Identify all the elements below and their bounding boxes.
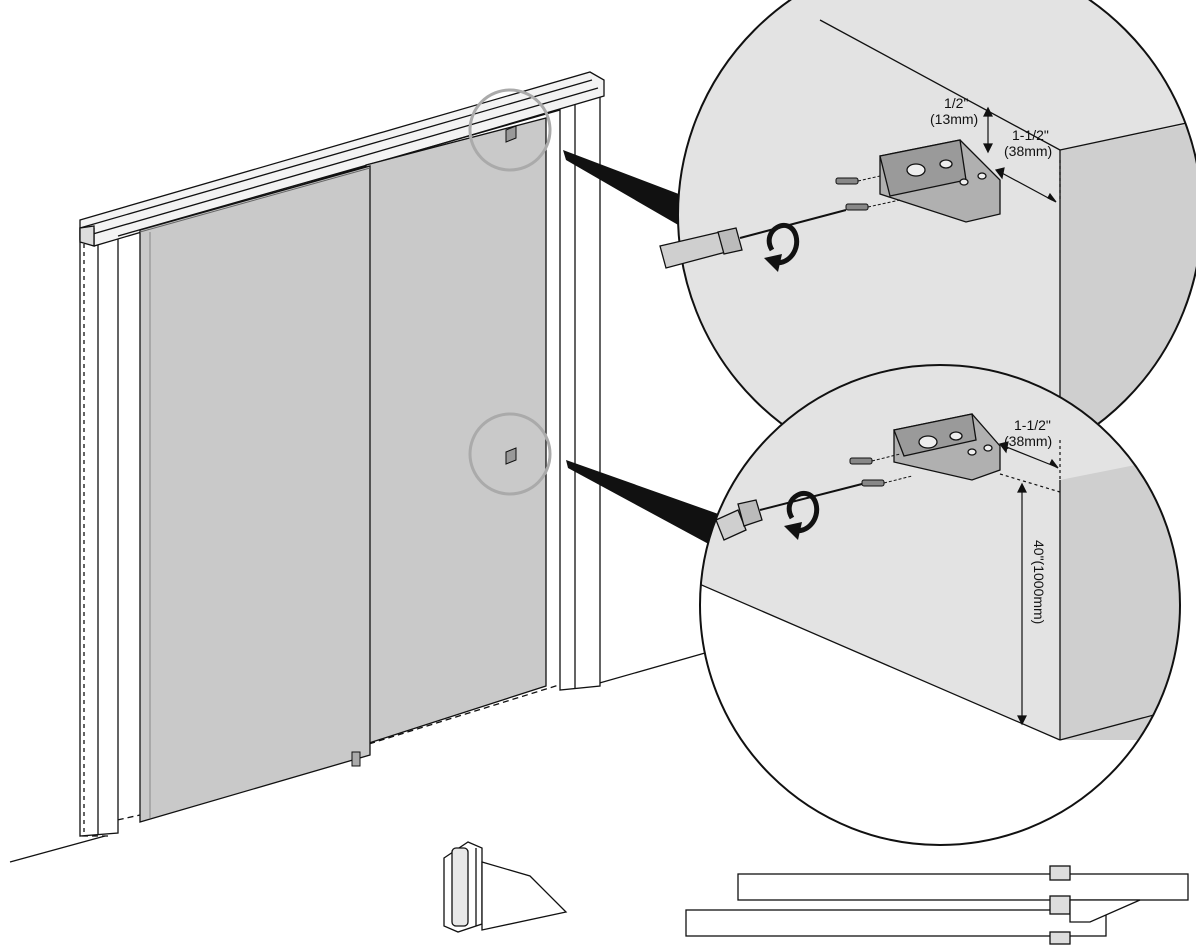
front-door-panel: [139, 165, 371, 823]
mounting-bracket-top: [879, 139, 1001, 223]
dimension-label-bracket-offset-metric: (13mm): [930, 111, 978, 127]
callout-pointer-bottom: [566, 460, 724, 548]
right-door-jamb: [559, 89, 601, 691]
guide-bracket-part: [443, 841, 568, 933]
detail-marker-bottom: [468, 412, 552, 496]
detail-callout-bottom: 1-1/2" (38mm) 40"(1000mm): [699, 364, 1181, 846]
rotate-arrow-icon: [766, 222, 800, 266]
rotate-arrow-icon: [786, 490, 820, 534]
dimension-label-side-offset-bottom: 1-1/2": [1014, 417, 1051, 433]
bracket-marker-top: [505, 125, 517, 143]
dimension-label-height: 40"(1000mm): [1031, 540, 1047, 624]
dimension-label-side-offset: 1-1/2": [1012, 127, 1049, 143]
mounting-bracket-bottom: [893, 413, 1001, 481]
floor-guide-top-view: [685, 865, 1189, 945]
dimension-label-side-offset-metric-bottom: (38mm): [1004, 433, 1052, 449]
left-door-jamb: [79, 215, 119, 837]
screws-bottom: [849, 453, 913, 487]
dimension-label-bracket-offset: 1/2": [944, 95, 968, 111]
dimension-lines-top: [983, 106, 1061, 203]
screwdriver-top: [659, 209, 847, 269]
dimension-label-side-offset-metric: (38mm): [1004, 143, 1052, 159]
screws-top: [835, 175, 901, 211]
detail-marker-top: [468, 88, 552, 172]
bracket-marker-bottom: [505, 447, 517, 465]
callout-pointer-top: [563, 150, 684, 226]
dimension-lines-bottom: [998, 440, 1061, 726]
back-door-panel: [365, 117, 547, 745]
